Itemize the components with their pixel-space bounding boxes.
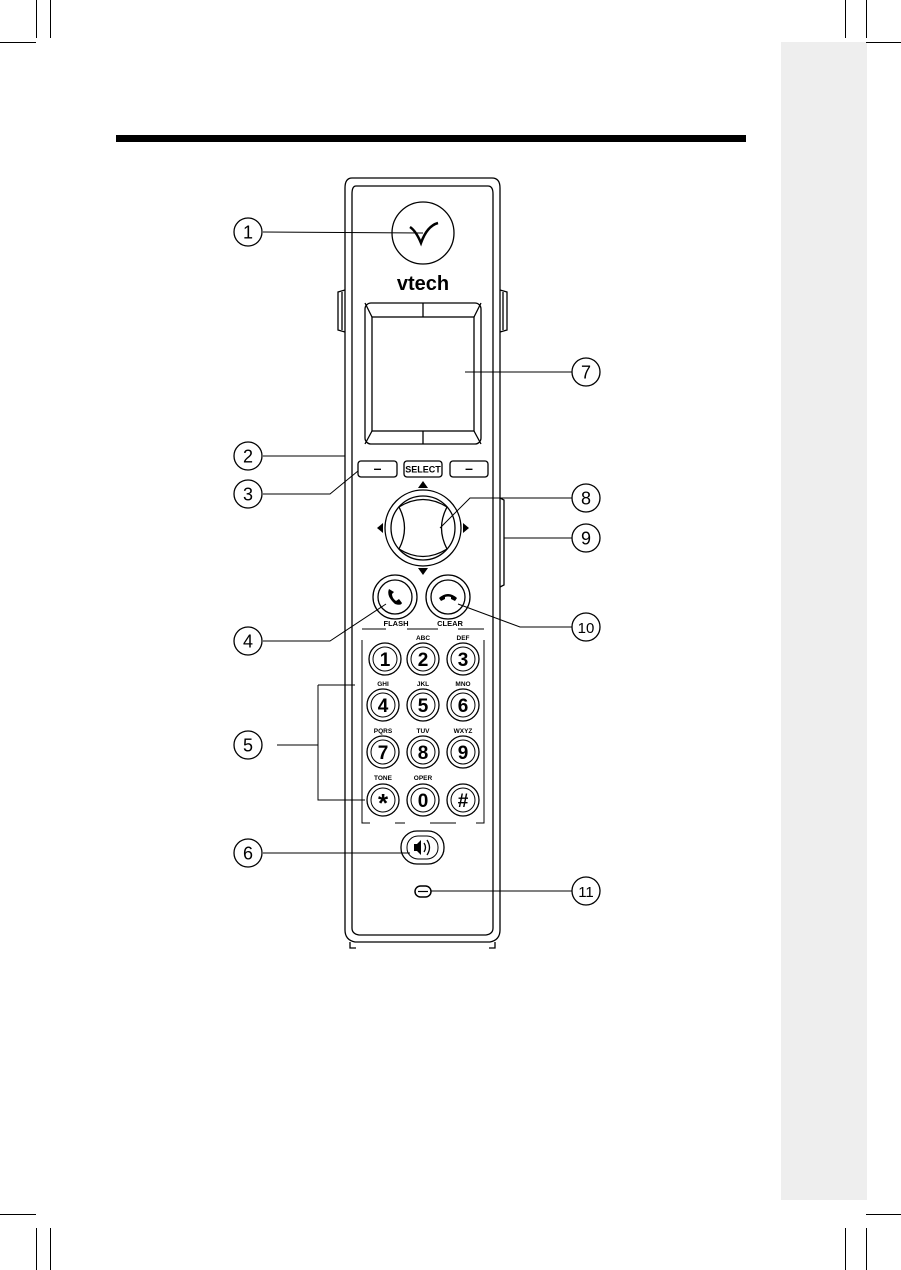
svg-text:*: * (378, 788, 389, 818)
svg-text:MNO: MNO (455, 681, 470, 688)
left-soft-key-label: – (374, 460, 382, 476)
key-7[interactable]: PQRS 7 (367, 728, 399, 768)
callout-1: 1 (234, 218, 262, 246)
svg-text:1: 1 (243, 223, 253, 243)
svg-text:TONE: TONE (374, 775, 393, 782)
keypad: 1 ABC 2 DEF 3 GHI 4 JKL 5 MNO 6 PQRS (367, 635, 479, 818)
key-8[interactable]: TUV 8 (407, 728, 439, 768)
svg-text:JKL: JKL (417, 681, 429, 688)
callout-8: 8 (572, 484, 600, 512)
svg-text:1: 1 (380, 650, 391, 671)
key-star[interactable]: TONE * (367, 775, 399, 818)
svg-text:PQRS: PQRS (374, 728, 393, 735)
svg-text:11: 11 (578, 884, 594, 901)
callout-6: 6 (234, 839, 262, 867)
flash-label: FLASH (384, 619, 409, 628)
svg-text:3: 3 (243, 485, 253, 505)
callout-2: 2 (234, 442, 262, 470)
select-button-label: SELECT (405, 465, 441, 475)
microphone (415, 886, 431, 897)
callout-10: 10 (572, 613, 600, 641)
svg-text:6: 6 (458, 696, 469, 717)
svg-text:#: # (458, 791, 469, 812)
svg-text:ABC: ABC (416, 635, 430, 642)
callout-7: 7 (572, 358, 600, 386)
svg-text:4: 4 (243, 632, 253, 652)
callout-9: 9 (572, 524, 600, 552)
navigation-key[interactable] (377, 481, 469, 575)
key-0[interactable]: OPER 0 (407, 775, 439, 816)
hang-up-icon (439, 594, 457, 601)
svg-text:3: 3 (458, 650, 469, 671)
clear-label: CLEAR (437, 619, 463, 628)
talk-flash-button[interactable] (373, 575, 417, 619)
svg-text:6: 6 (243, 844, 253, 864)
up-arrow-icon (418, 481, 428, 488)
svg-text:5: 5 (243, 736, 253, 756)
callout-3: 3 (234, 480, 262, 508)
callout-11: 11 (572, 877, 600, 905)
svg-text:7: 7 (581, 363, 591, 383)
svg-text:8: 8 (581, 489, 591, 509)
svg-text:0: 0 (418, 791, 429, 812)
key-9[interactable]: WXYZ 9 (447, 728, 479, 768)
off-clear-button[interactable] (426, 575, 470, 619)
right-soft-key-label: – (465, 460, 473, 476)
speakerphone-button[interactable] (401, 831, 444, 864)
svg-text:TUV: TUV (417, 728, 431, 735)
svg-text:GHI: GHI (377, 681, 389, 688)
svg-text:7: 7 (378, 743, 389, 764)
key-5[interactable]: JKL 5 (407, 681, 439, 721)
svg-text:10: 10 (578, 620, 595, 637)
svg-text:4: 4 (378, 696, 389, 717)
display-screen (365, 303, 481, 444)
key-hash[interactable]: # (447, 784, 479, 816)
svg-text:2: 2 (243, 447, 253, 467)
soft-keys: – SELECT – (358, 460, 488, 477)
svg-text:WXYZ: WXYZ (454, 728, 473, 735)
key-6[interactable]: MNO 6 (447, 681, 479, 721)
svg-text:8: 8 (418, 743, 429, 764)
brand-logo: vtech (397, 273, 449, 295)
phone-icon (388, 589, 402, 605)
callout-4: 4 (234, 627, 262, 655)
svg-text:DEF: DEF (457, 635, 470, 642)
svg-text:9: 9 (458, 743, 469, 764)
down-arrow-icon (418, 568, 428, 575)
svg-text:OPER: OPER (414, 775, 433, 782)
key-3[interactable]: DEF 3 (447, 635, 479, 675)
svg-text:2: 2 (418, 650, 429, 671)
key-4[interactable]: GHI 4 (367, 681, 399, 721)
callout-5: 5 (234, 731, 262, 759)
left-arrow-icon (377, 523, 383, 533)
right-arrow-icon (463, 523, 469, 533)
svg-text:5: 5 (418, 696, 429, 717)
key-1[interactable]: 1 (369, 643, 401, 675)
svg-text:9: 9 (581, 529, 591, 549)
key-2[interactable]: ABC 2 (407, 635, 439, 675)
speaker-icon (414, 840, 421, 855)
